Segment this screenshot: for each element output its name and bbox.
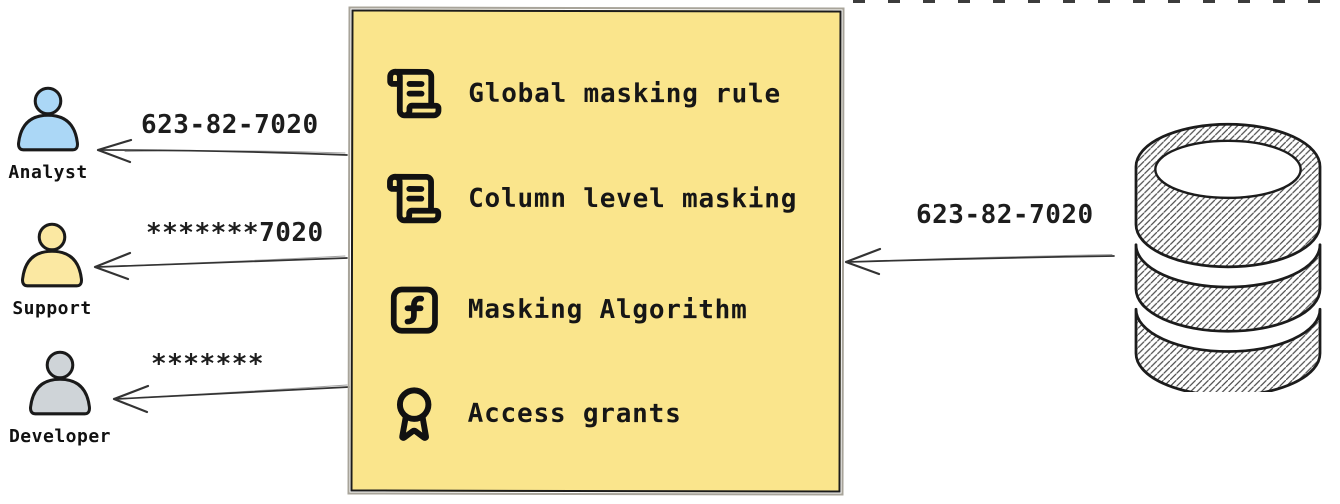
arrow-from-database: [844, 247, 1115, 276]
masking-layer-box: Global masking rule Column level masking: [347, 6, 845, 496]
masking-box-item-label: Column level masking: [468, 183, 798, 215]
arrow-to-support: [93, 251, 348, 281]
analyst-person-icon: [17, 86, 79, 152]
masking-box-item-label: Masking Algorithm: [467, 294, 748, 326]
function-square-icon: [384, 282, 444, 337]
arrow-to-developer: [112, 384, 350, 414]
masking-box-row-algorithm: Masking Algorithm: [384, 274, 748, 347]
developer-person-icon: [29, 350, 91, 416]
database-icon: [1134, 122, 1322, 398]
persona-support: Support: [0, 222, 112, 319]
masking-box-row-column-masking: Column level masking: [384, 163, 797, 236]
masking-box-item-label: Global masking rule: [468, 78, 781, 110]
scroll-icon: [384, 170, 444, 228]
database-flow-value: 623-82-7020: [916, 200, 1094, 230]
arrow-to-analyst: [96, 138, 348, 164]
persona-analyst: Analyst: [0, 86, 108, 183]
persona-developer: Developer: [0, 350, 120, 447]
scroll-icon: [384, 65, 444, 123]
support-flow-value: *******7020: [146, 218, 324, 248]
masking-box-row-global-rule: Global masking rule: [384, 58, 781, 131]
top-dashed-line: [853, 0, 1340, 3]
masking-box-item-label: Access grants: [467, 398, 682, 430]
persona-support-label: Support: [12, 298, 92, 319]
persona-analyst-label: Analyst: [8, 162, 88, 183]
developer-flow-value: *******: [151, 349, 265, 379]
analyst-flow-value: 623-82-7020: [141, 110, 319, 140]
masking-box-row-access-grants: Access grants: [384, 378, 682, 451]
support-person-icon: [21, 222, 83, 288]
database: [1124, 116, 1332, 398]
persona-developer-label: Developer: [8, 426, 112, 447]
award-icon: [384, 385, 444, 442]
